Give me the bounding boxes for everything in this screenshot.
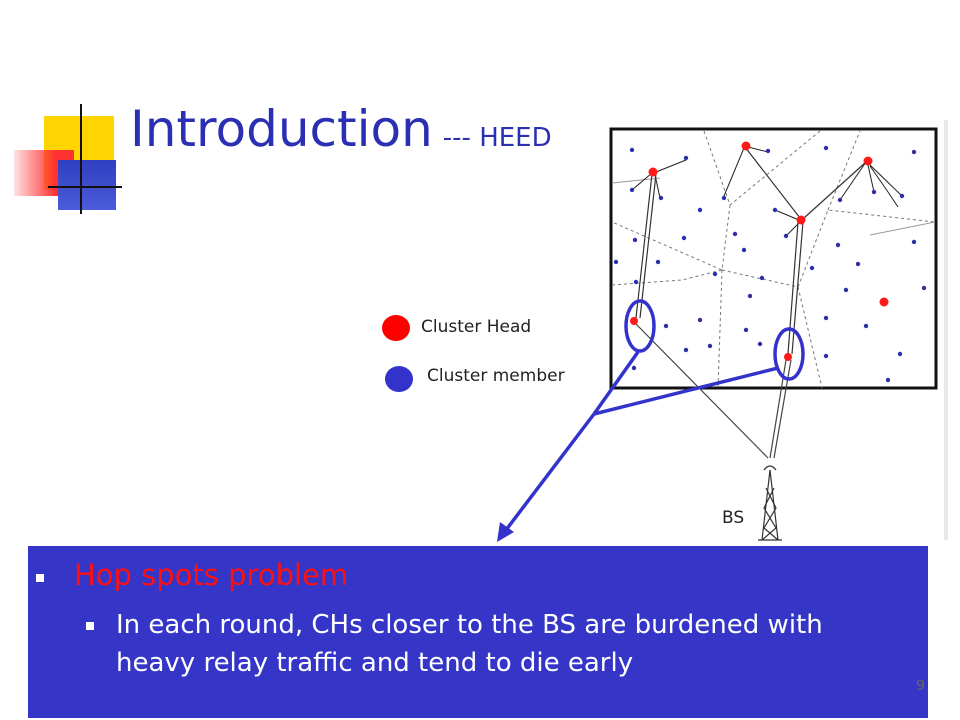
slide-title: Introduction --- HEED [130, 100, 552, 158]
highlight-ellipses [624, 299, 805, 381]
bullet-icon [36, 574, 44, 582]
cluster-head-legend-dot [382, 315, 410, 341]
cluster-member-legend-dot [385, 366, 413, 392]
cluster-member-legend-label: Cluster member [427, 366, 565, 386]
panel-detail-text: In each round, CHs closer to the BS are … [116, 610, 823, 678]
sensor-field-border [609, 127, 938, 390]
callout-lines [504, 350, 779, 532]
logo-vertical-line [80, 104, 82, 214]
problem-panel [28, 546, 928, 718]
sub-bullet-icon [86, 622, 94, 630]
panel-heading: Hop spots problem [74, 558, 349, 592]
title-subtitle: --- HEED [442, 123, 552, 153]
logo-blue-block [58, 160, 116, 210]
logo-horizontal-line [48, 186, 122, 188]
base-station-tower [758, 465, 782, 541]
page-number: 9 [916, 678, 925, 694]
base-station-label: BS [722, 508, 745, 528]
cluster-head-legend-label: Cluster Head [421, 317, 532, 337]
member-nodes [613, 145, 927, 383]
callout-arrowhead [497, 522, 514, 542]
title-main: Introduction [130, 100, 433, 158]
diagram-edge-shadow [944, 120, 948, 540]
cluster-head-nodes [630, 141, 889, 361]
relay-links [635, 146, 867, 355]
